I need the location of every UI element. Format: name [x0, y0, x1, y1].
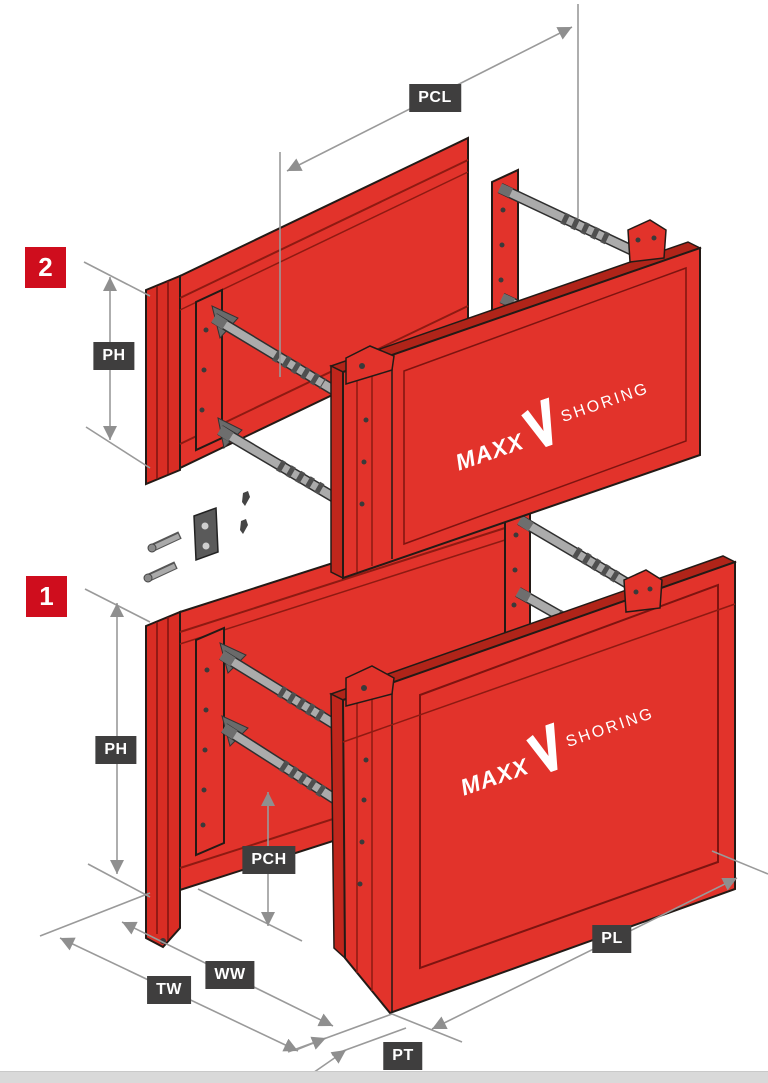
dimension-label-pcl: PCL: [409, 84, 461, 112]
spreader-strut: [497, 183, 643, 259]
extension-line: [711, 850, 768, 875]
dimension-label-pl: PL: [592, 925, 632, 953]
spreader-strut: [217, 425, 355, 513]
extension-line: [87, 863, 151, 898]
connection-hardware: [143, 491, 250, 583]
retainer-clip: [240, 491, 250, 534]
extension-line: [85, 426, 151, 469]
spreader-strut: [219, 650, 355, 740]
spreader-strut: [211, 313, 353, 405]
extension-line: [39, 892, 151, 937]
dimension-label-ww: WW: [205, 961, 255, 989]
page-bottom-bar: [0, 1071, 768, 1083]
dimension-label-pch: PCH: [242, 846, 296, 874]
connector-pin: [143, 561, 178, 583]
extension-line: [391, 1013, 463, 1043]
extension-line: [197, 888, 303, 942]
upper-box-spreader-struts: [211, 183, 643, 513]
spreader-strut: [517, 515, 645, 597]
connector-block: [193, 506, 219, 562]
upper-box-near-panel: [329, 219, 702, 580]
spreader-strut: [221, 723, 355, 815]
dimension-label-ph-upper: PH: [93, 342, 135, 370]
dimension-label-pt: PT: [383, 1042, 423, 1070]
stack-item-badge-1: 1: [26, 576, 67, 617]
dimension-label-tw: TW: [147, 976, 191, 1004]
pl-dimension-line: [431, 877, 738, 1030]
extension-line: [83, 261, 151, 297]
stack-item-badge-2: 2: [25, 247, 66, 288]
dimension-label-ph-lower: PH: [95, 736, 137, 764]
pt-arrow: [309, 1049, 347, 1076]
connector-pin: [147, 531, 182, 553]
pt-arrow: [295, 1036, 327, 1051]
